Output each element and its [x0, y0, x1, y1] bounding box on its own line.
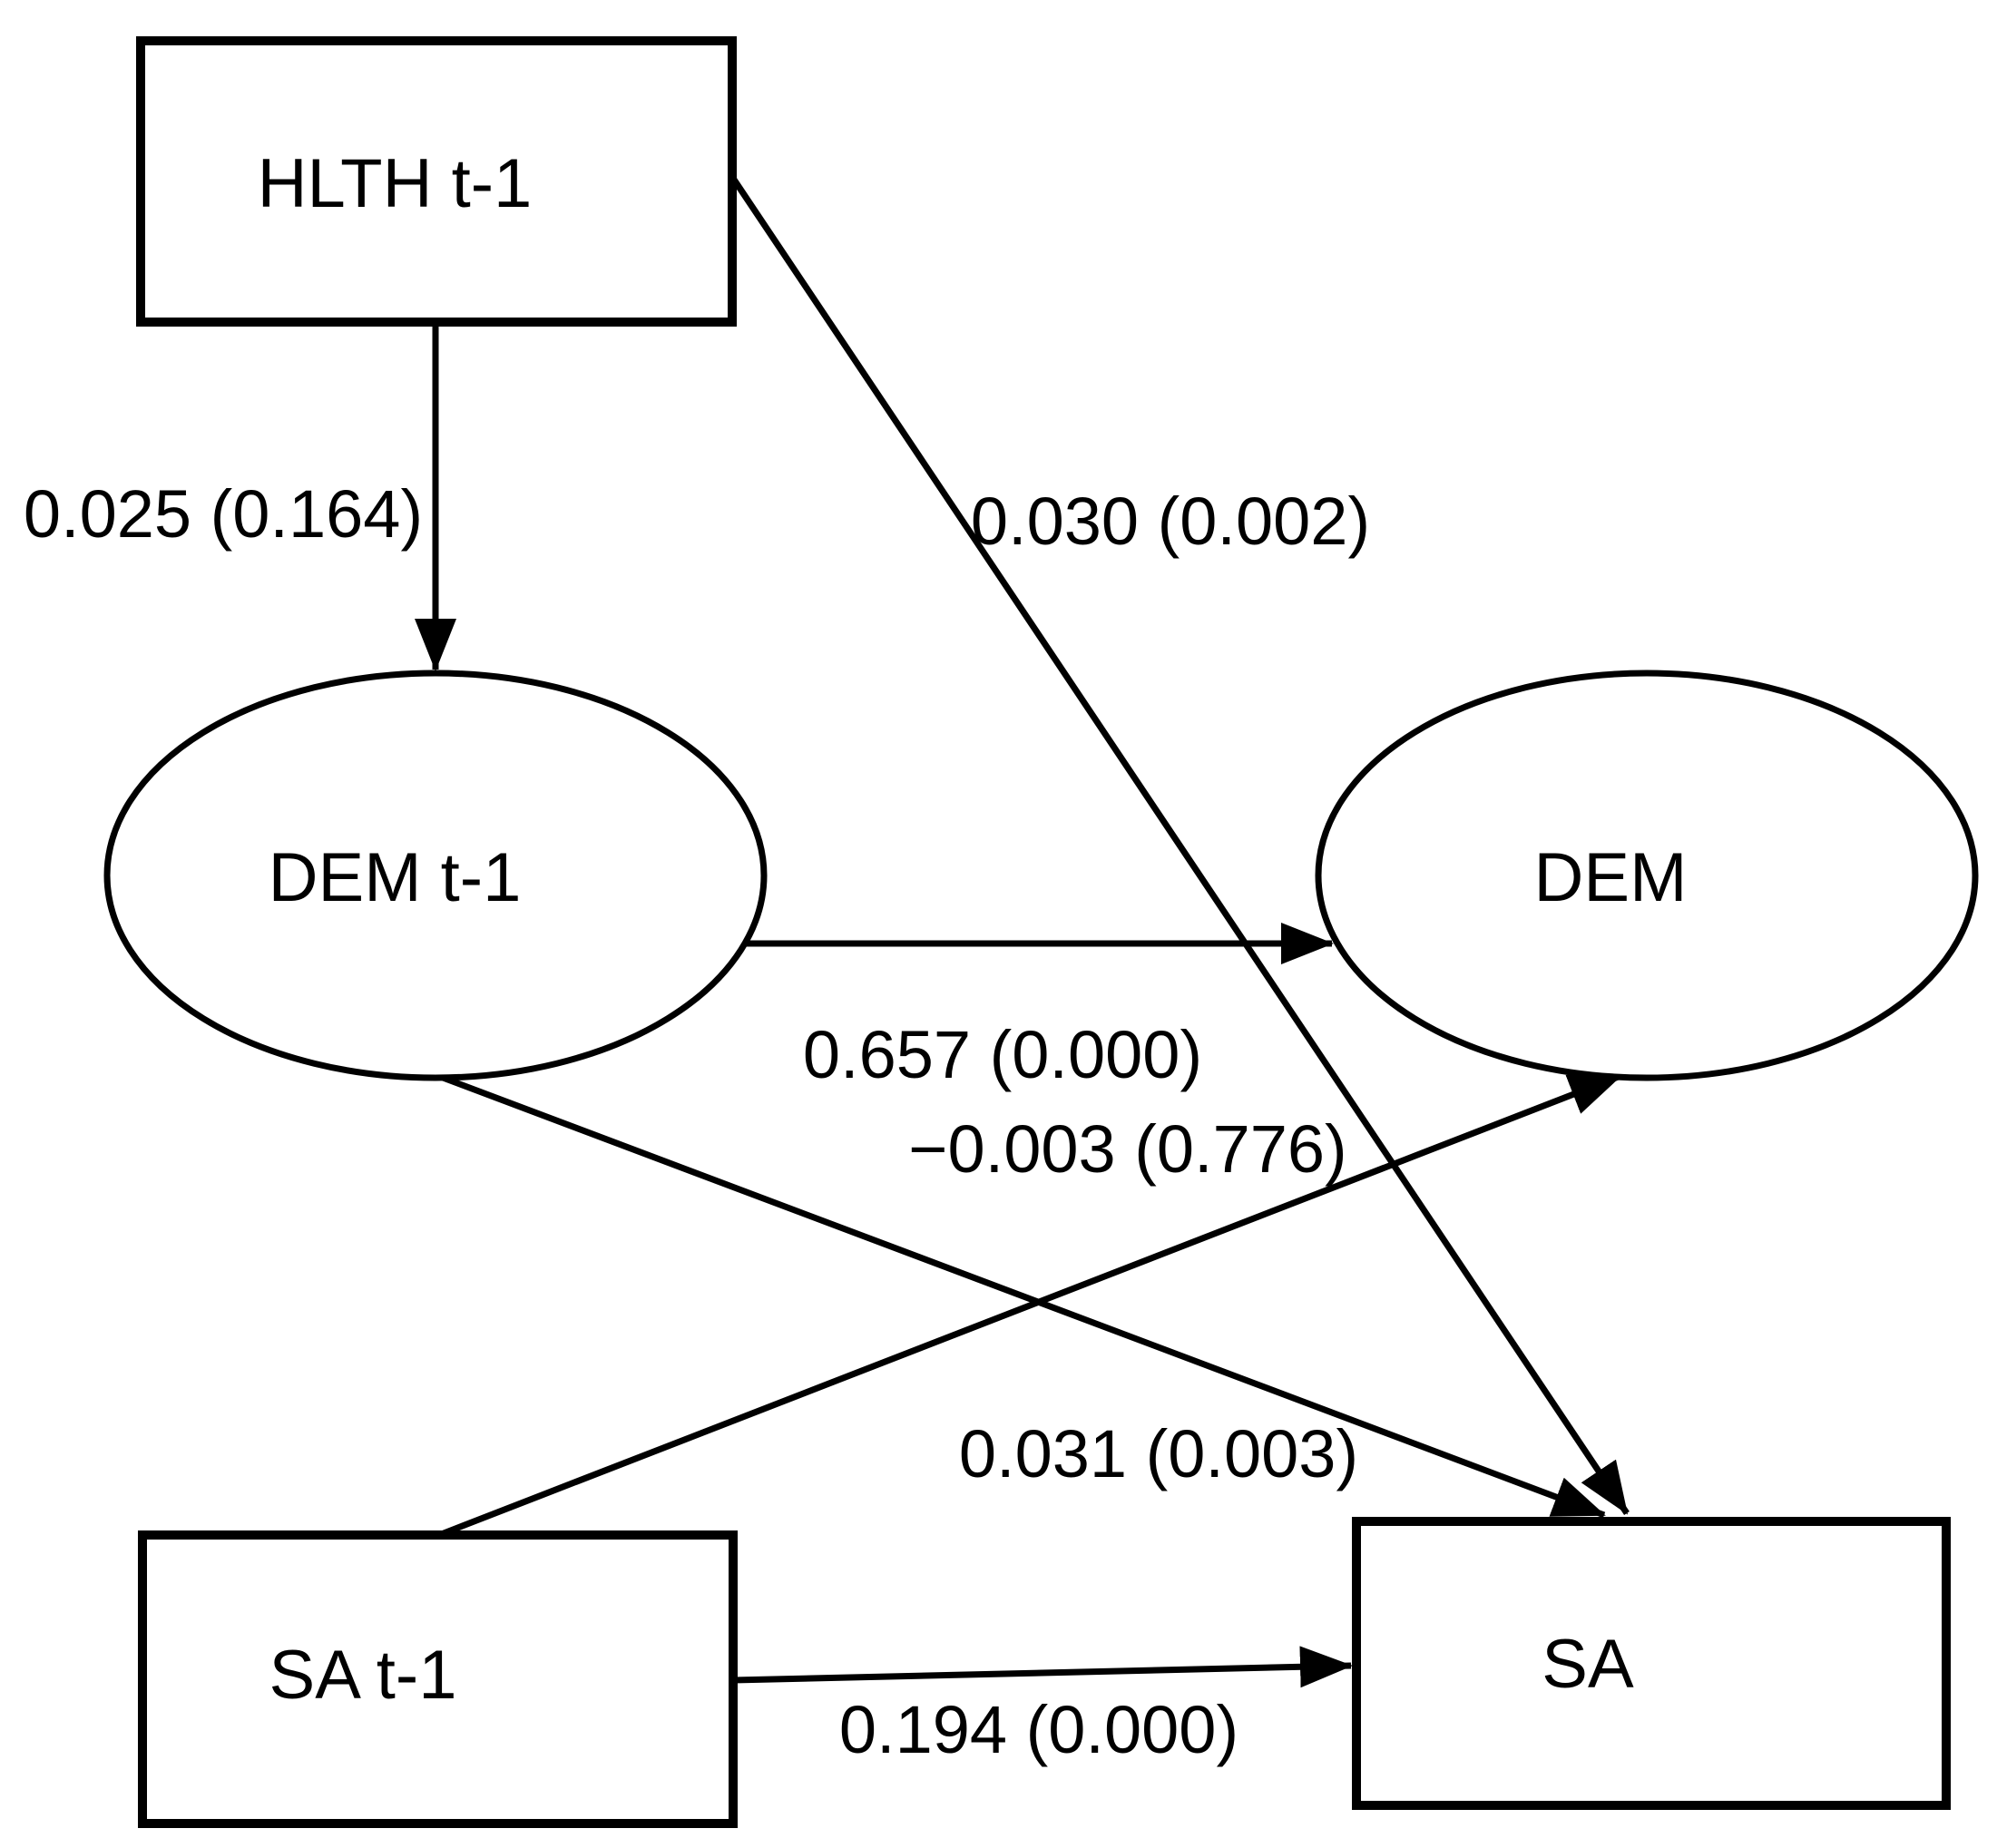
node-dem-t1-label: DEM t-1	[269, 839, 522, 916]
node-hlth-t1	[136, 36, 737, 327]
node-sa-t1	[138, 1530, 738, 1828]
edge-label-sa-t1-to-sa: 0.194 (0.000)	[839, 1692, 1238, 1767]
node-dem	[1315, 670, 1979, 1081]
edge-hlth-t1-to-sa	[729, 175, 1630, 1515]
node-hlth-t1-label: HLTH t-1	[258, 145, 533, 222]
edge-sa-t1-to-sa	[732, 1646, 1353, 1688]
edge-label-sa-t1-to-dem: −0.003 (0.776)	[908, 1111, 1346, 1187]
node-sa	[1352, 1517, 1951, 1810]
node-dem-t1	[103, 670, 768, 1081]
edge-dem-t1-to-sa	[429, 1070, 1606, 1519]
edge-sa-t1-to-dem	[437, 1072, 1622, 1539]
edge-label-dem-t1-to-dem: 0.657 (0.000)	[803, 1017, 1202, 1092]
node-sa-t1-label: SA t-1	[269, 1637, 457, 1714]
node-dem-label: DEM	[1534, 839, 1688, 916]
edge-label-hlth-t1-to-dem-t1: 0.025 (0.164)	[24, 476, 423, 552]
edge-label-dem-t1-to-sa: 0.031 (0.003)	[959, 1416, 1358, 1491]
edge-label-hlth-t1-to-sa: 0.030 (0.002)	[971, 484, 1370, 559]
node-sa-label: SA	[1542, 1626, 1634, 1703]
